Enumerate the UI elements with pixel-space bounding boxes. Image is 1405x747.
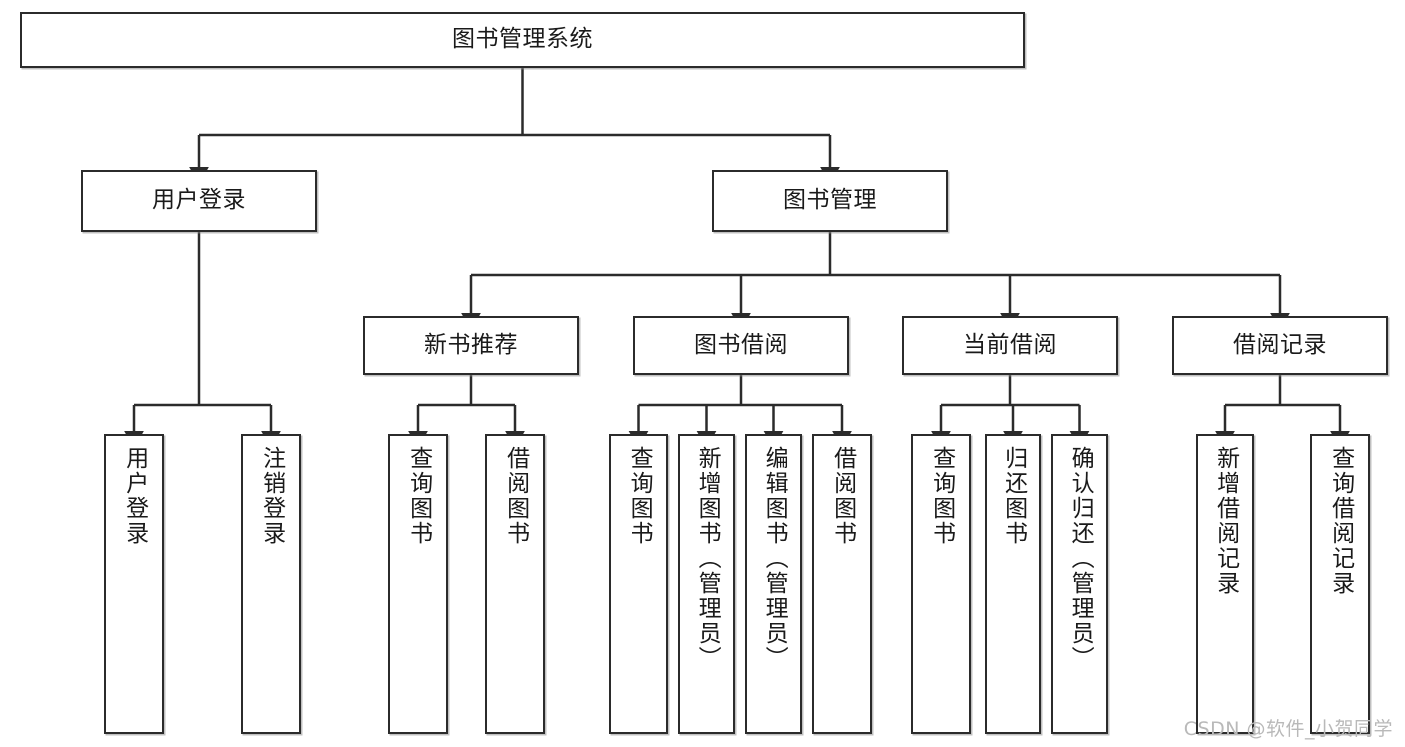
node-label: 借阅图书 — [829, 446, 856, 546]
node-l3b[interactable]: 图书借阅 — [633, 316, 849, 375]
node-leaf-c1[interactable]: 查询图书 — [911, 434, 971, 734]
node-leaf-r1[interactable]: 新增借阅记录 — [1196, 434, 1254, 734]
node-label: 查询图书 — [928, 446, 955, 546]
node-leaf-b3[interactable]: 编辑图书（管理员） — [745, 434, 802, 734]
node-label: 新增借阅记录 — [1212, 446, 1239, 596]
node-leaf-b2[interactable]: 新增图书（管理员） — [678, 434, 735, 734]
csdn-watermark: CSDN @软件_小贺同学 — [1183, 718, 1393, 740]
node-label: 新增图书（管理员） — [694, 446, 721, 671]
node-label: 查询借阅记录 — [1327, 446, 1354, 596]
node-label: 借阅图书 — [502, 446, 529, 546]
node-label: 用户登录 — [121, 446, 148, 546]
node-leaf-c2[interactable]: 归还图书 — [985, 434, 1041, 734]
node-leaf-b1[interactable]: 查询图书 — [609, 434, 668, 734]
node-l3a[interactable]: 新书推荐 — [363, 316, 579, 375]
node-leaf-r2[interactable]: 查询借阅记录 — [1310, 434, 1370, 734]
node-label: 用户登录 — [152, 187, 246, 214]
node-label: 图书借阅 — [694, 331, 788, 358]
node-l3c[interactable]: 当前借阅 — [902, 316, 1118, 375]
node-label: 编辑图书（管理员） — [761, 446, 788, 671]
node-label: 借阅记录 — [1233, 331, 1327, 358]
node-leaf-b4[interactable]: 借阅图书 — [812, 434, 872, 734]
node-l2a[interactable]: 用户登录 — [81, 170, 317, 232]
node-label: 确认归还（管理员） — [1067, 446, 1094, 671]
node-label: 当前借阅 — [963, 331, 1057, 358]
node-label: 查询图书 — [405, 446, 432, 546]
node-leaf-n2[interactable]: 借阅图书 — [485, 434, 545, 734]
node-l2b[interactable]: 图书管理 — [712, 170, 948, 232]
node-label: 新书推荐 — [424, 331, 518, 358]
node-root[interactable]: 图书管理系统 — [20, 12, 1025, 68]
node-label: 查询图书 — [626, 446, 653, 546]
node-label: 归还图书 — [1000, 446, 1027, 546]
node-leaf-n1[interactable]: 查询图书 — [388, 434, 448, 734]
node-label: 注销登录 — [258, 446, 285, 546]
node-leaf-login[interactable]: 用户登录 — [104, 434, 164, 734]
node-label: 图书管理 — [783, 187, 877, 214]
node-leaf-logout[interactable]: 注销登录 — [241, 434, 301, 734]
node-l3d[interactable]: 借阅记录 — [1172, 316, 1388, 375]
node-leaf-c3[interactable]: 确认归还（管理员） — [1051, 434, 1108, 734]
node-label: 图书管理系统 — [452, 26, 593, 53]
